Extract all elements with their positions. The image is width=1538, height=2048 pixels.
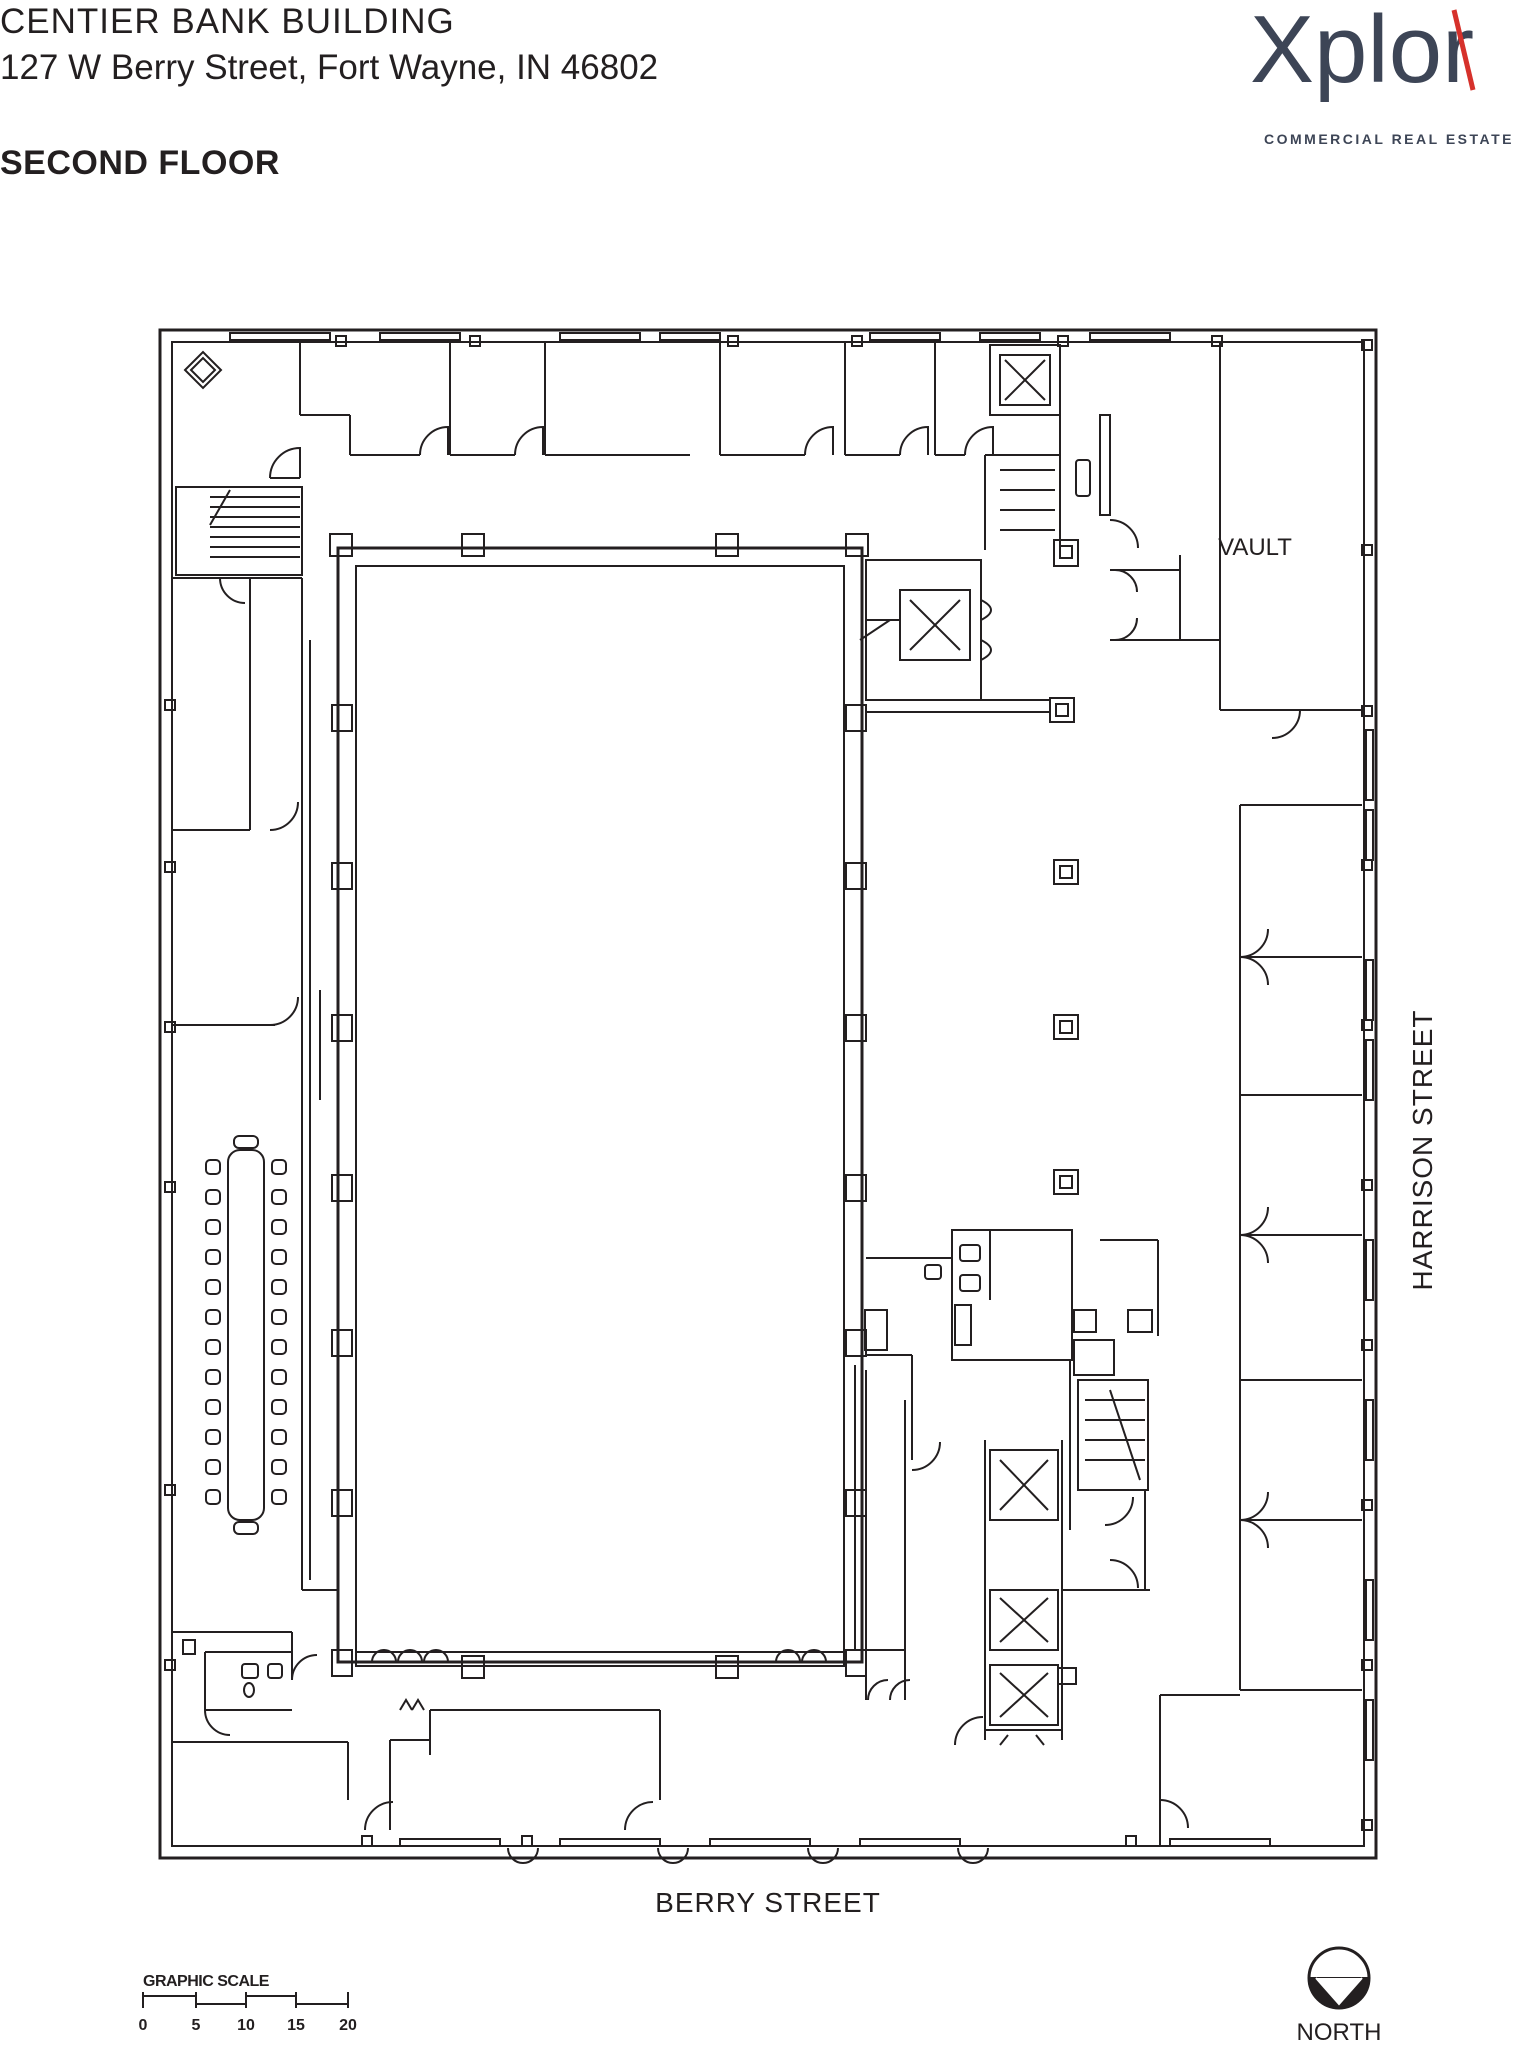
southeast-elevators xyxy=(954,1440,1077,1746)
northwest-stair xyxy=(175,350,303,576)
scale-tick-20: 20 xyxy=(339,2017,357,2034)
north-offices xyxy=(269,342,994,479)
logo-accent-slash xyxy=(1451,9,1476,91)
east-offices xyxy=(1159,804,1362,1846)
southeast-corridor xyxy=(854,1365,911,1701)
berry-street-label: BERRY STREET xyxy=(655,1887,881,1918)
graphic-scale: GRAPHIC SCALE 0 5 10 15 20 xyxy=(139,1973,357,2034)
southeast-core xyxy=(864,1229,1159,1700)
floor-title: SECOND FLOOR xyxy=(0,144,280,182)
east-windows xyxy=(1365,729,1374,1761)
south-offices xyxy=(347,1649,827,1831)
building-name: CENTIER BANK BUILDING xyxy=(0,2,455,41)
vault-label: VAULT xyxy=(1218,534,1292,561)
north-label: NORTH xyxy=(1297,2019,1382,2046)
south-windows xyxy=(399,1838,1271,1847)
scale-tick-10: 10 xyxy=(237,2017,255,2034)
revolving-doors xyxy=(507,1847,989,1864)
scale-tick-15: 15 xyxy=(287,2017,305,2034)
building-address: 127 W Berry Street, Fort Wayne, IN 46802 xyxy=(0,48,659,87)
central-elevator-stair xyxy=(859,559,1075,723)
southwest-restroom xyxy=(172,1631,348,1743)
northeast-core xyxy=(984,344,1220,641)
logo-tagline: COMMERCIAL REAL ESTATE xyxy=(1264,131,1514,147)
scale-tick-0: 0 xyxy=(139,2017,148,2034)
logo-wordmark: Xplor xyxy=(1250,0,1474,103)
west-offices xyxy=(172,577,338,1591)
vault xyxy=(1219,342,1362,739)
atrium xyxy=(336,546,864,1667)
conference-table xyxy=(205,1135,287,1535)
conference-chairs xyxy=(205,1159,287,1505)
scale-tick-5: 5 xyxy=(192,2017,201,2034)
exterior-wall-inner xyxy=(171,341,1365,1847)
atrium-columns xyxy=(329,533,869,1679)
exterior-wall-outer xyxy=(158,328,1378,1860)
north-arrow: NORTH xyxy=(1297,1946,1382,2046)
open-floor-columns xyxy=(1053,859,1079,1195)
north-windows xyxy=(229,332,1171,341)
harrison-street-label: HARRISON STREET xyxy=(1407,1009,1438,1290)
graphic-scale-title: GRAPHIC SCALE xyxy=(143,1973,270,1990)
xplor-logo: Xplor COMMERCIAL REAL ESTATE xyxy=(1250,0,1514,147)
perimeter-pilasters xyxy=(164,335,1373,1847)
